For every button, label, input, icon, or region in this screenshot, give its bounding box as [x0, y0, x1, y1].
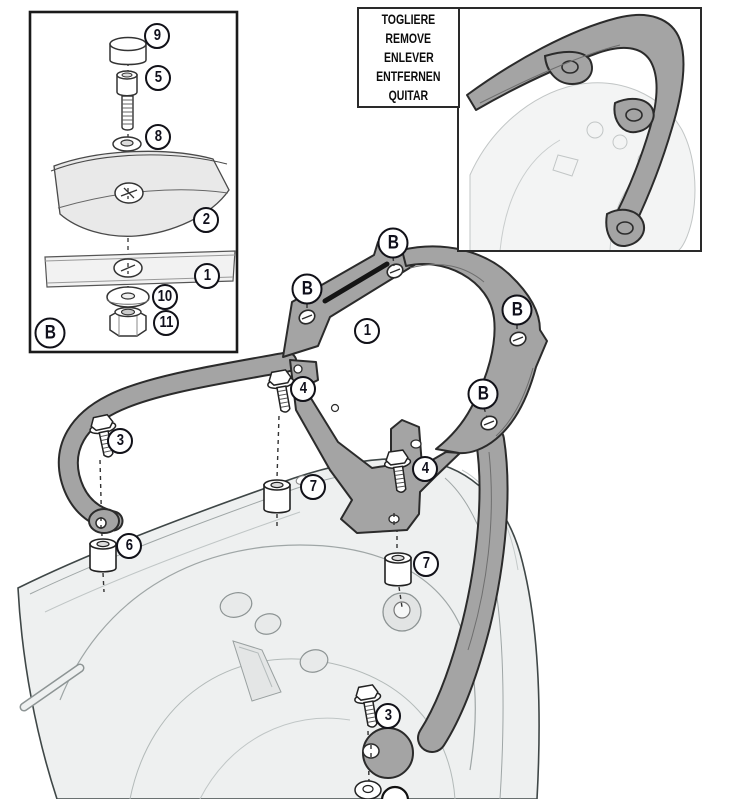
part-cap — [109, 36, 147, 66]
callout-b-right: B — [501, 294, 533, 326]
remove-text-it: TOGLIERE — [381, 12, 436, 27]
motorcycle-tail-drawing — [17, 457, 540, 799]
remove-text-es: QUITAR — [388, 88, 429, 103]
grab-rail-to-remove — [466, 14, 685, 248]
callout-part-1: 1 — [194, 263, 220, 289]
callout-spacer-7-mid: 7 — [300, 474, 326, 500]
callout-spacer-7-right: 7 — [413, 551, 439, 577]
flanged-bolts — [89, 369, 412, 728]
spacer-7-right — [384, 552, 412, 587]
callout-region-b-inset: B — [34, 317, 66, 349]
spacer-6 — [89, 538, 117, 573]
callout-bolt-3-left: 3 — [107, 428, 133, 454]
spacers — [89, 479, 412, 587]
callout-part-8: 8 — [145, 124, 171, 150]
tail-hole — [254, 613, 282, 635]
callout-bolt-4-right: 4 — [412, 456, 438, 482]
callout-b-lower-right: B — [467, 378, 499, 410]
callout-bolt-4-upper: 4 — [290, 376, 316, 402]
part-panel — [50, 150, 230, 237]
part-nut — [109, 306, 147, 337]
callout-part-11: 11 — [153, 310, 179, 336]
remove-text-fr: ENLEVER — [383, 50, 434, 65]
part-flat-bar — [44, 250, 236, 288]
callout-bolt-3-bottom: 3 — [375, 703, 401, 729]
bottom-partial-parts — [354, 780, 410, 799]
callout-part-2: 2 — [193, 207, 219, 233]
callout-part-10: 10 — [152, 284, 178, 310]
tail-hole — [299, 649, 329, 673]
part-washer-large — [106, 286, 150, 308]
rack-bracket — [289, 359, 461, 534]
tail-sticker — [232, 640, 282, 702]
exploded-view-inset — [28, 10, 239, 354]
callout-plate-1: 1 — [354, 318, 380, 344]
callout-part-9: 9 — [144, 23, 170, 49]
remove-text-de: ENTFERNEN — [376, 69, 441, 84]
callout-spacer-6: 6 — [116, 533, 142, 559]
callout-part-5: 5 — [145, 65, 171, 91]
part-socket-bolt — [116, 70, 138, 131]
tail-hole — [219, 592, 253, 618]
bolt-4-right — [383, 449, 412, 493]
bolt-4-upper — [267, 369, 295, 413]
bolt-3-left — [89, 413, 117, 458]
callout-b-top: B — [377, 227, 409, 259]
spacer-7-middle — [263, 479, 291, 514]
callout-b-left: B — [291, 273, 323, 305]
remove-view-inset — [457, 7, 702, 252]
part-washer-small — [112, 136, 142, 152]
remove-text-en: REMOVE — [385, 31, 432, 46]
rack-arch — [401, 245, 548, 455]
bolt-3-bottom — [354, 684, 382, 728]
dashed-stubs — [100, 256, 518, 757]
remove-instruction-box: TOGLIERE REMOVE ENLEVER ENTFERNEN QUITAR — [357, 7, 460, 108]
